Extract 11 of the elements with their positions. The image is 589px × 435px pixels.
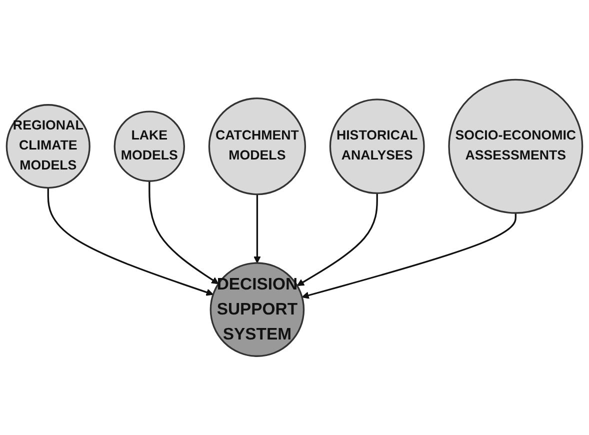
arrow xyxy=(302,212,516,298)
node-circle: CATCHMENT MODELS xyxy=(208,97,306,195)
node-circle: SOCIO-ECONOMIC ASSESSMENTS xyxy=(448,78,584,214)
node-circle: LAKE MODELS xyxy=(114,110,186,182)
node-circle: DECISION SUPPORT SYSTEM xyxy=(210,262,305,357)
node-circle: HISTORICAL ANALYSES xyxy=(329,98,425,194)
arrow xyxy=(254,194,261,263)
arrow xyxy=(148,180,219,284)
arrow xyxy=(47,187,214,296)
arrow xyxy=(296,192,378,286)
node-circle: REGIONAL CLIMATE MODELS xyxy=(6,104,90,188)
